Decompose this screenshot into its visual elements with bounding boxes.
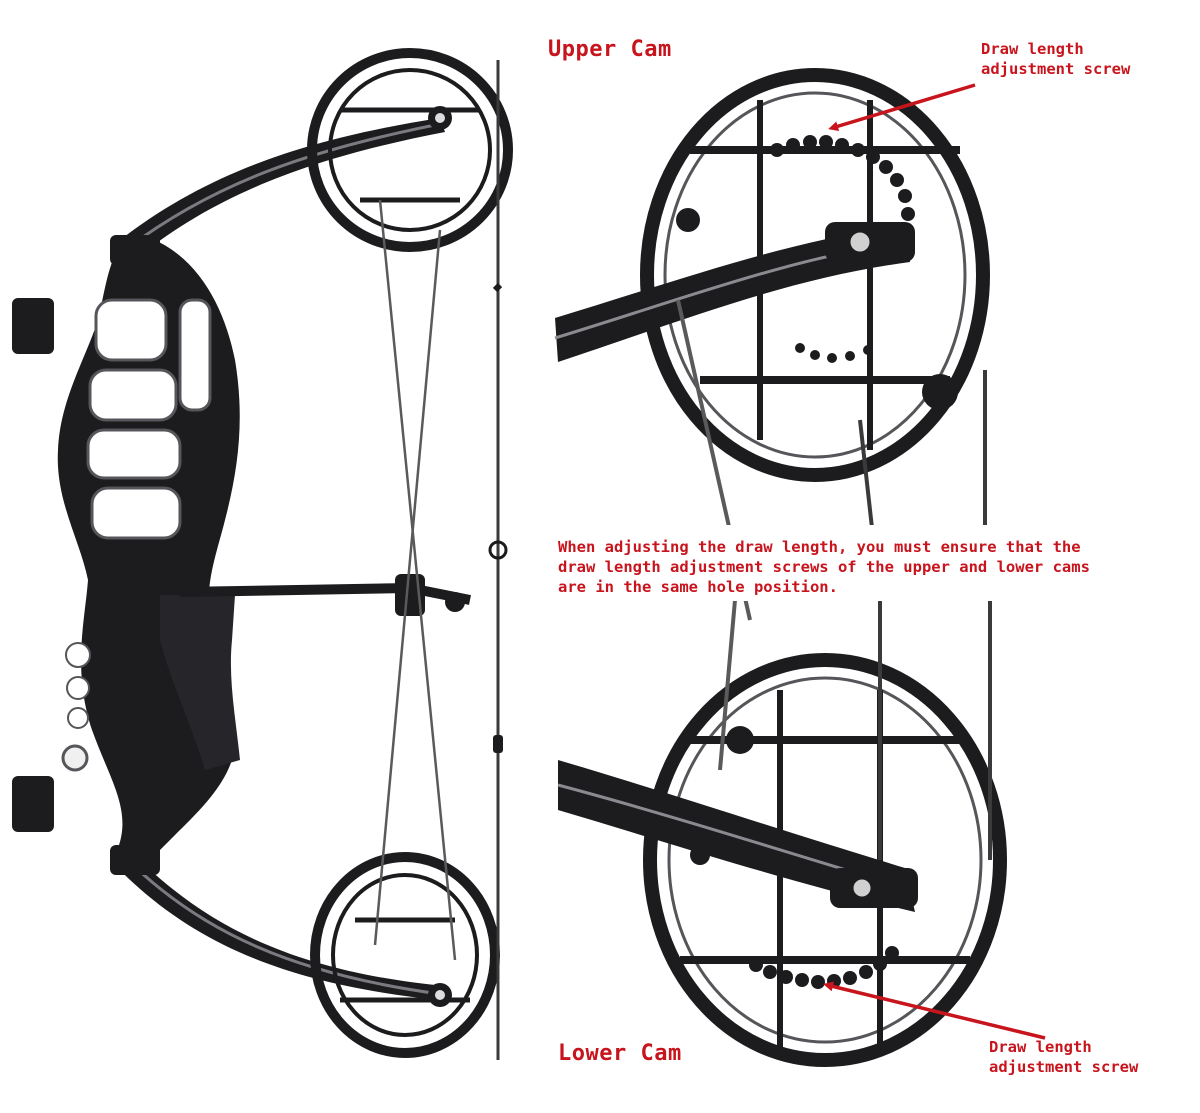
upper-cam-zoom <box>554 68 990 621</box>
upper-cam-title: Upper Cam <box>548 37 672 62</box>
lower-screw-label: Draw length adjustment screw <box>989 1037 1138 1077</box>
lower-limb-bolt <box>12 776 54 832</box>
lower-screw-label-line2: adjustment screw <box>989 1058 1139 1076</box>
upper-cam-small <box>307 48 513 252</box>
upper-limb-bolt <box>12 298 54 354</box>
note-line-3: are in the same hole position. <box>558 578 838 596</box>
upper-screw-label: Draw length adjustment screw <box>981 39 1130 79</box>
bow-strings <box>373 60 508 1060</box>
upper-screw-arrow <box>828 83 976 132</box>
note-backdrop <box>548 525 1148 601</box>
grip <box>160 595 240 770</box>
draw-length-note: When adjusting the draw length, you must… <box>558 537 1090 597</box>
lower-cam-zoom <box>557 599 1007 1067</box>
note-line-2: draw length adjustment screws of the upp… <box>558 558 1090 576</box>
note-line-1: When adjusting the draw length, you must… <box>558 538 1081 556</box>
lower-limb <box>110 845 445 1000</box>
lower-cam-small <box>310 852 500 1058</box>
upper-screw-label-line1: Draw length <box>981 40 1084 58</box>
upper-screw-label-line2: adjustment screw <box>981 60 1131 78</box>
full-bow <box>12 48 513 1060</box>
lower-screw-arrow <box>823 981 1046 1040</box>
lower-cam-title: Lower Cam <box>558 1041 682 1066</box>
lower-screw-label-line1: Draw length <box>989 1038 1092 1056</box>
upper-limb <box>110 118 445 268</box>
